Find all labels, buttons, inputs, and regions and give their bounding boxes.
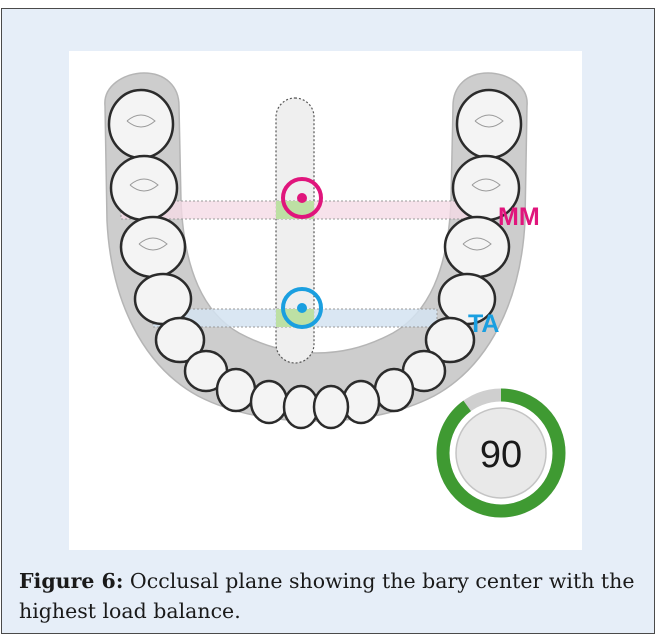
occlusal-diagram: MM TA 90 xyxy=(69,51,582,550)
mm-marker-dot xyxy=(297,193,307,203)
ta-marker-dot xyxy=(297,303,307,313)
tooth xyxy=(135,274,191,324)
tooth xyxy=(111,156,177,220)
figure-caption: Figure 6: Occlusal plane showing the bar… xyxy=(19,566,644,626)
ta-label: TA xyxy=(468,310,499,338)
tooth xyxy=(457,90,521,158)
gauge-value: 90 xyxy=(480,434,522,476)
occlusal-plane-image: MM TA 90 xyxy=(69,51,582,550)
tooth xyxy=(121,217,185,277)
tooth xyxy=(109,90,173,158)
figure-label: Figure 6: xyxy=(19,569,123,593)
load-balance-gauge: 90 xyxy=(443,395,559,511)
mm-label: MM xyxy=(498,203,540,231)
tooth xyxy=(375,369,413,411)
tooth xyxy=(314,386,348,428)
tooth xyxy=(251,381,287,423)
tooth xyxy=(217,369,255,411)
figure-box: MM TA 90 Figure 6: Occlusal plane showin… xyxy=(1,8,655,634)
